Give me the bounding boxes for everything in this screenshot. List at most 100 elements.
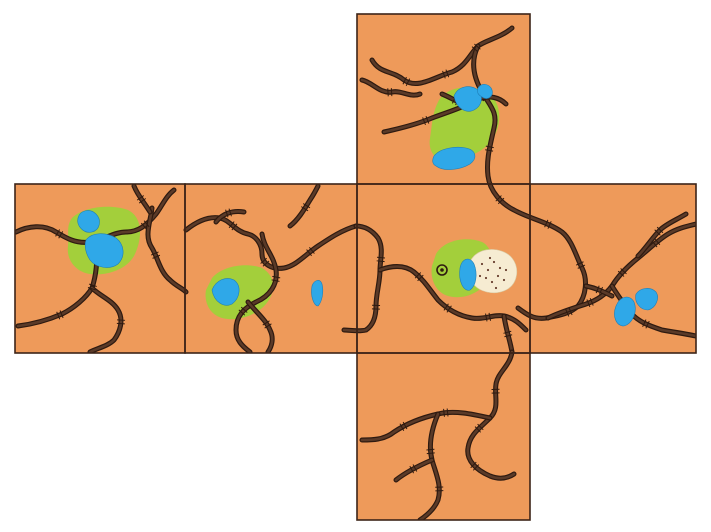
- bridge-tick: [446, 408, 449, 417]
- bridge-tick: [477, 423, 484, 431]
- desert-dot: [488, 256, 492, 260]
- bridge-tick: [402, 421, 408, 430]
- border-right: [529, 183, 697, 354]
- bridge-tick: [595, 285, 600, 294]
- bridge-tick: [376, 256, 386, 259]
- desert-dot: [480, 262, 484, 266]
- lake: [77, 210, 100, 233]
- bridge-tick: [55, 229, 61, 237]
- bridge-tick: [143, 220, 150, 228]
- bridge-tick: [422, 117, 426, 126]
- bridge-tick: [443, 303, 449, 311]
- bridge-tick: [228, 221, 235, 229]
- bridge-tick: [470, 461, 477, 469]
- bridge-tick: [306, 249, 312, 257]
- bridge-tick: [589, 297, 594, 306]
- desert-dot: [504, 268, 508, 272]
- bridge-tick: [152, 254, 161, 259]
- bridge-tick: [503, 330, 512, 334]
- bridge-tick: [425, 115, 430, 124]
- water-layer: [77, 84, 658, 327]
- road: [88, 286, 123, 354]
- bridge-tick: [645, 320, 650, 329]
- bridge-tick: [260, 257, 268, 264]
- bridge-tick: [474, 43, 481, 50]
- bridge-tick: [599, 286, 603, 295]
- desert-dot: [486, 268, 490, 272]
- bridge-tick: [87, 287, 96, 291]
- bridge-tick: [150, 251, 159, 256]
- bridge-tick: [651, 240, 658, 248]
- bridge-tick: [262, 260, 270, 267]
- vegetation-patch-top: [429, 87, 500, 160]
- bridge-tick: [59, 310, 64, 319]
- bridge-tick: [445, 69, 450, 78]
- bridge-tick: [417, 274, 424, 282]
- bridge-tick: [412, 464, 418, 472]
- bridge-tick: [240, 306, 248, 313]
- lake: [459, 258, 477, 291]
- bridge-tick: [262, 320, 270, 326]
- bridge-tick: [654, 238, 661, 246]
- face-borders: [14, 13, 697, 521]
- bridge-tick: [56, 311, 61, 320]
- road: [370, 26, 514, 85]
- road: [234, 232, 278, 354]
- bridge-tick: [402, 76, 407, 85]
- bridge-tick: [488, 312, 492, 321]
- road: [360, 411, 492, 442]
- bridge-tick: [485, 313, 488, 322]
- road: [382, 95, 508, 134]
- desert-dots: [478, 256, 508, 290]
- lake: [311, 280, 324, 307]
- road: [466, 350, 516, 480]
- bridge-tick: [271, 279, 280, 282]
- bridge-tick: [472, 464, 480, 471]
- bridge-tick: [414, 272, 422, 279]
- bridge-tick: [238, 309, 246, 316]
- road: [132, 184, 152, 214]
- lake: [477, 84, 493, 99]
- bridge-tick: [405, 78, 411, 87]
- lake: [432, 146, 476, 170]
- face-right: [530, 184, 696, 353]
- bridge-tick: [446, 305, 452, 313]
- bridge-tick: [272, 275, 281, 279]
- bridge-tick: [471, 46, 479, 53]
- desert-dot: [496, 274, 500, 278]
- bridge-tick: [442, 70, 446, 79]
- desert-dot: [492, 260, 496, 264]
- desert-dot: [478, 274, 482, 278]
- bridge-tick: [228, 208, 232, 217]
- bridge-tick: [225, 209, 229, 218]
- bridge-tick: [485, 145, 494, 149]
- lake: [453, 86, 482, 112]
- bridge-tick: [443, 408, 445, 417]
- lake: [84, 233, 124, 268]
- bridge-tick: [620, 268, 627, 275]
- bridge-tick: [309, 247, 315, 254]
- bridge-tick: [547, 221, 552, 229]
- road: [246, 300, 274, 354]
- circle-dot-marker-icon: [436, 264, 448, 276]
- bridge-tick: [497, 197, 505, 205]
- bridge-tick: [485, 149, 494, 152]
- bridge-tick: [231, 223, 238, 231]
- bridge-tick: [138, 198, 147, 204]
- bridge-tick: [264, 323, 272, 329]
- bridge-tick: [544, 219, 549, 228]
- lake: [614, 296, 636, 327]
- bridge-tick: [302, 203, 311, 209]
- bridge-tick: [474, 426, 482, 433]
- bridge-tick: [426, 448, 435, 451]
- bridge-tick: [568, 307, 573, 316]
- road: [418, 412, 441, 520]
- bridge-tick: [376, 260, 385, 263]
- road: [146, 206, 188, 294]
- desert-dot: [484, 276, 488, 280]
- bridge-tick: [301, 206, 309, 212]
- road: [214, 210, 246, 224]
- vegetation-patch-left-inner: [205, 265, 274, 320]
- bridge-tick: [576, 261, 584, 266]
